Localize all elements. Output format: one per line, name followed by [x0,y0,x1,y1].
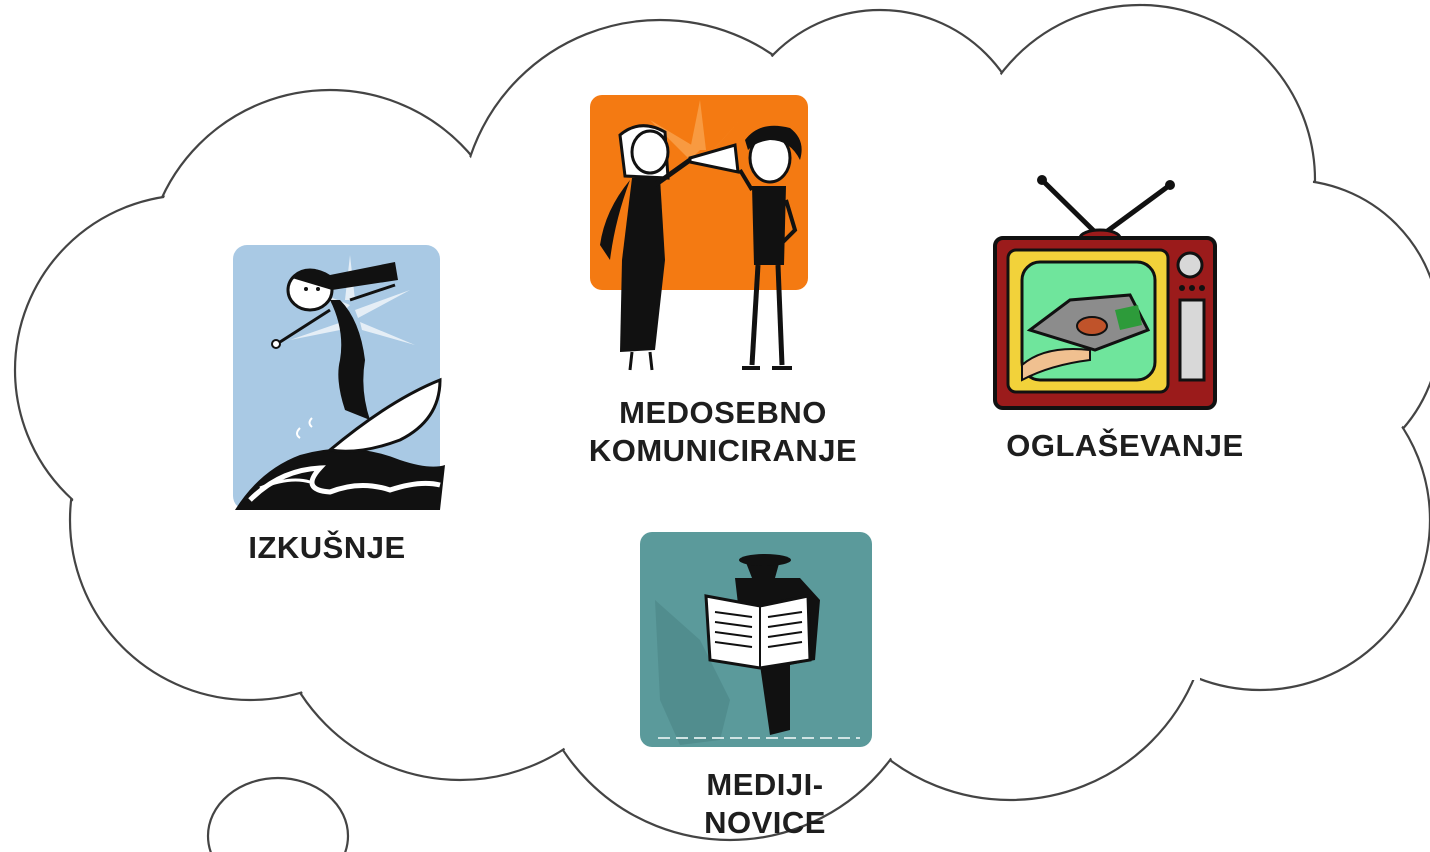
television-icon [993,175,1217,410]
label-line-2: NOVICE [704,805,826,840]
megaphone-conversation-icon [590,95,808,371]
label-izkusnje: IZKUŠNJE [248,530,406,565]
newspaper-reader-icon [640,532,872,747]
label-line-1: MEDIJI- [706,767,824,802]
label-line-1: MEDOSEBNO [619,395,827,430]
label-line-2: KOMUNICIRANJE [588,433,858,468]
surfer-icon [233,245,445,510]
thought-bubble-small [206,776,350,852]
label-medosebno-komuniciranje: MEDOSEBNO KOMUNICIRANJE [578,394,868,470]
label-mediji-novice: MEDIJI- NOVICE [680,766,850,842]
label-oglasevanje: OGLAŠEVANJE [1006,428,1244,463]
